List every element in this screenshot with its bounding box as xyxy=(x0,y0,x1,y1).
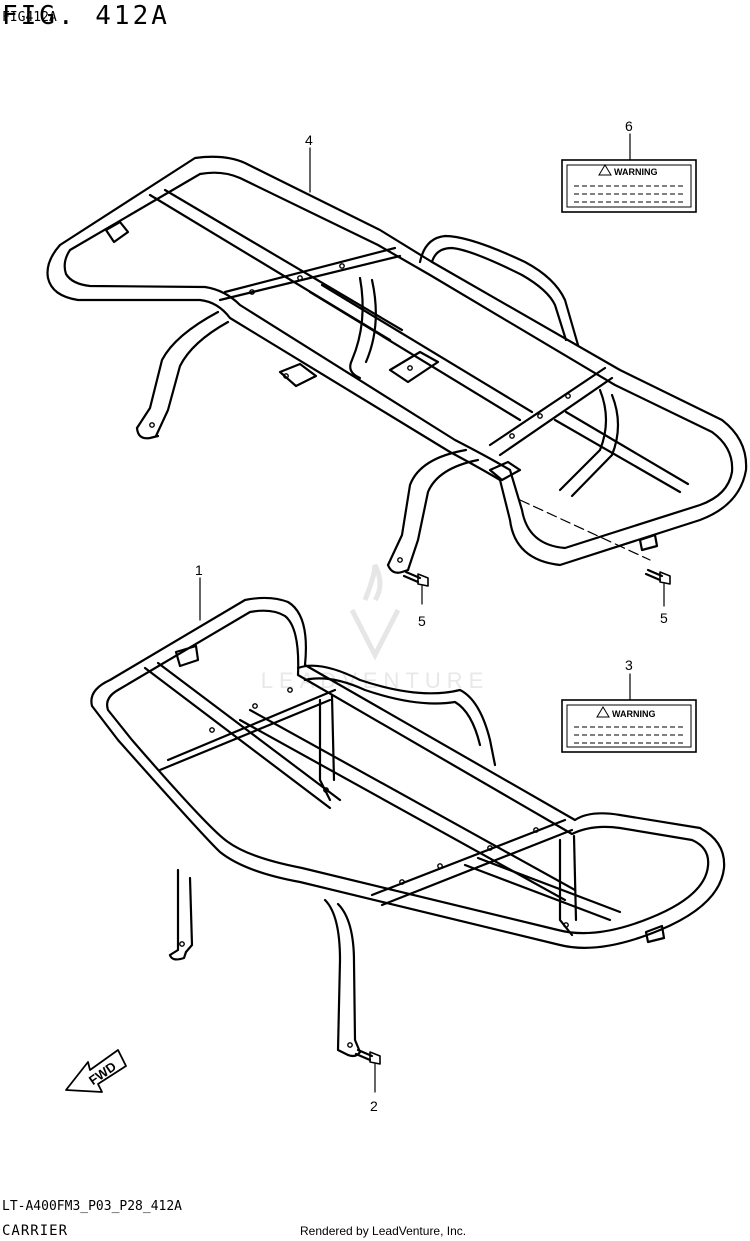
bolt-part-5-left xyxy=(402,570,429,605)
fwd-arrow: FWD xyxy=(65,1049,127,1093)
warning-top-text: WARNING xyxy=(614,167,658,177)
bolt-part-2 xyxy=(354,1048,381,1093)
rendered-by: Rendered by LeadVenture, Inc. xyxy=(300,1224,467,1238)
callout-5-right: 5 xyxy=(660,610,668,626)
warning-label-part-6: WARNING xyxy=(561,159,697,213)
callout-1: 1 xyxy=(195,562,203,578)
rear-carrier-part-4 xyxy=(46,155,748,574)
callout-4: 4 xyxy=(305,132,313,148)
front-carrier-part-1 xyxy=(90,596,726,1058)
callout-5-left: 5 xyxy=(418,613,426,629)
diagram-name: CARRIER xyxy=(2,1223,69,1239)
warning-bottom-text: WARNING xyxy=(612,709,656,719)
figure-subtitle: FIG412A xyxy=(2,10,57,25)
callout-3: 3 xyxy=(625,657,633,673)
callout-2: 2 xyxy=(370,1098,378,1114)
warning-label-part-3: WARNING xyxy=(561,699,697,753)
figure-title: FIG. 412A xyxy=(2,1,170,31)
bolt-part-5-right xyxy=(644,568,671,607)
callout-6: 6 xyxy=(625,118,633,134)
diagram-code: LT-A400FM3_P03_P28_412A xyxy=(2,1199,183,1214)
